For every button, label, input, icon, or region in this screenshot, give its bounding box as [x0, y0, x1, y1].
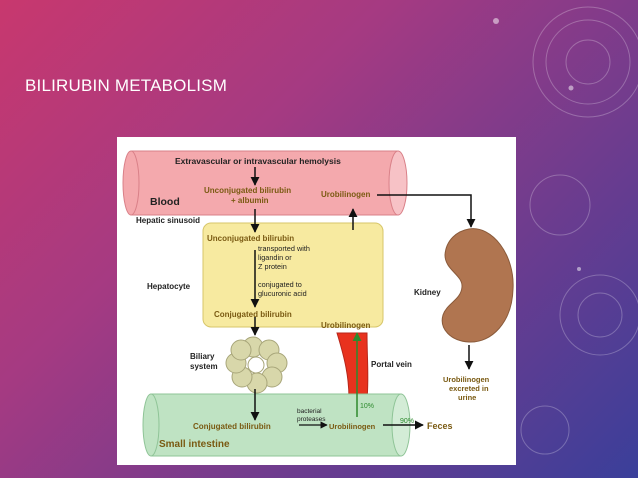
biliary-line-1: Biliary — [190, 352, 215, 361]
portal-vein-shape — [336, 332, 369, 400]
bilirubin-diagram: Extravascular or intravascular hemolysis… — [117, 137, 516, 465]
feces-percent: 90% — [400, 418, 414, 425]
intestine-urobilinogen: Urobilinogen — [329, 422, 376, 431]
protease-line-2: proteases — [297, 416, 326, 423]
biliary-system-shape — [225, 336, 288, 394]
hepatocyte-conjugated: Conjugated bilirubin — [214, 310, 292, 319]
feces-label: Feces — [427, 421, 453, 431]
slide-title: BILIRUBIN METABOLISM — [25, 76, 228, 95]
blood-unconjugated-line2: + albumin — [231, 196, 269, 205]
blood-urobilinogen: Urobilinogen — [321, 190, 370, 199]
hepatocyte-unconjugated: Unconjugated bilirubin — [207, 234, 294, 243]
transport-line-3: Z protein — [258, 262, 287, 271]
intestine-conjugated: Conjugated bilirubin — [193, 422, 271, 431]
hepatic-sinusoid-label: Hepatic sinusoid — [136, 216, 200, 225]
hemolysis-label: Extravascular or intravascular hemolysis — [175, 156, 341, 166]
flow-arrows — [250, 167, 476, 430]
blood-label: Blood — [150, 196, 180, 208]
reabsorbed-percent: 10% — [360, 403, 374, 410]
kidney-shape — [441, 228, 514, 343]
urine-line-3: urine — [458, 393, 476, 402]
hepatocyte-label: Hepatocyte — [147, 282, 191, 291]
protease-line-1: bacterial — [297, 408, 322, 415]
conjugation-line-1: conjugated to — [258, 280, 302, 289]
conjugation-line-2: glucuronic acid — [258, 289, 307, 298]
biliary-line-2: system — [190, 362, 218, 371]
transport-line-2: ligandin or — [258, 253, 292, 262]
portal-vein-label: Portal vein — [371, 360, 412, 369]
kidney-label: Kidney — [414, 288, 441, 297]
transport-line-1: transported with — [258, 244, 310, 253]
urine-line-1: Urobilinogen — [443, 375, 490, 384]
blood-vessel — [122, 150, 408, 216]
urine-line-2: excreted in — [449, 384, 489, 393]
small-intestine-label: Small intestine — [159, 439, 230, 450]
hepatocyte-urobilinogen: Urobilinogen — [321, 321, 370, 330]
hepatocyte-box — [202, 222, 384, 328]
blood-unconjugated-line1: Unconjugated bilirubin — [204, 186, 291, 195]
